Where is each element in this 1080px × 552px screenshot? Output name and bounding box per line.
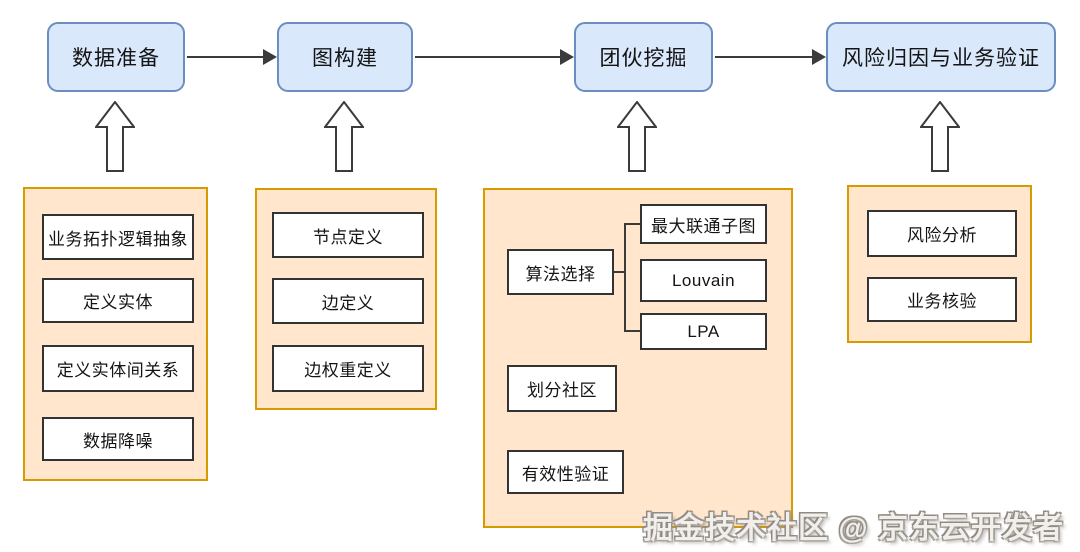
item-max-connected-subgraph: 最大联通子图	[640, 204, 767, 244]
item-algorithm-selection: 算法选择	[507, 249, 614, 295]
item-validity-verification: 有效性验证	[507, 450, 624, 494]
flow-connector-line	[187, 56, 263, 58]
panel-graph-building: 节点定义 边定义 边权重定义	[255, 188, 437, 410]
stage-graph-building: 图构建	[277, 22, 413, 92]
panel-data-preparation: 业务拓扑逻辑抽象 定义实体 定义实体间关系 数据降噪	[23, 187, 208, 481]
item-louvain: Louvain	[640, 259, 767, 302]
flow-connector-line	[415, 56, 560, 58]
flow-connector-line	[715, 56, 812, 58]
panel-risk-validation: 风险分析 业务核验	[847, 185, 1032, 343]
arrow-right-icon	[560, 49, 574, 65]
bracket-connector-line	[624, 223, 640, 225]
item-edge-definition: 边定义	[272, 278, 424, 324]
item-edge-weight-definition: 边权重定义	[272, 345, 424, 392]
item-community-partition: 划分社区	[507, 365, 617, 412]
item-define-entity-relations: 定义实体间关系	[42, 345, 194, 392]
bracket-connector-line	[614, 271, 626, 273]
bracket-connector-line	[624, 330, 640, 332]
item-business-verification: 业务核验	[867, 277, 1017, 322]
item-risk-analysis: 风险分析	[867, 210, 1017, 257]
item-define-entities: 定义实体	[42, 278, 194, 323]
stage-risk-attribution: 风险归因与业务验证	[826, 22, 1056, 92]
up-arrow-icon	[920, 101, 960, 172]
arrow-right-icon	[263, 49, 277, 65]
stage-gang-mining: 团伙挖掘	[574, 22, 713, 92]
item-node-definition: 节点定义	[272, 212, 424, 258]
up-arrow-icon	[617, 101, 657, 172]
up-arrow-icon	[95, 101, 135, 172]
item-business-topology-abstraction: 业务拓扑逻辑抽象	[42, 214, 194, 260]
up-arrow-icon	[324, 101, 364, 172]
item-data-denoising: 数据降噪	[42, 417, 194, 461]
panel-gang-mining: 算法选择 最大联通子图 Louvain LPA 划分社区 有效性验证	[483, 188, 793, 528]
watermark: 掘金技术社区 @ 京东云开发者	[643, 512, 1064, 545]
bracket-connector-line	[624, 223, 626, 332]
item-lpa: LPA	[640, 313, 767, 350]
arrow-right-icon	[812, 49, 826, 65]
stage-data-preparation: 数据准备	[47, 22, 185, 92]
